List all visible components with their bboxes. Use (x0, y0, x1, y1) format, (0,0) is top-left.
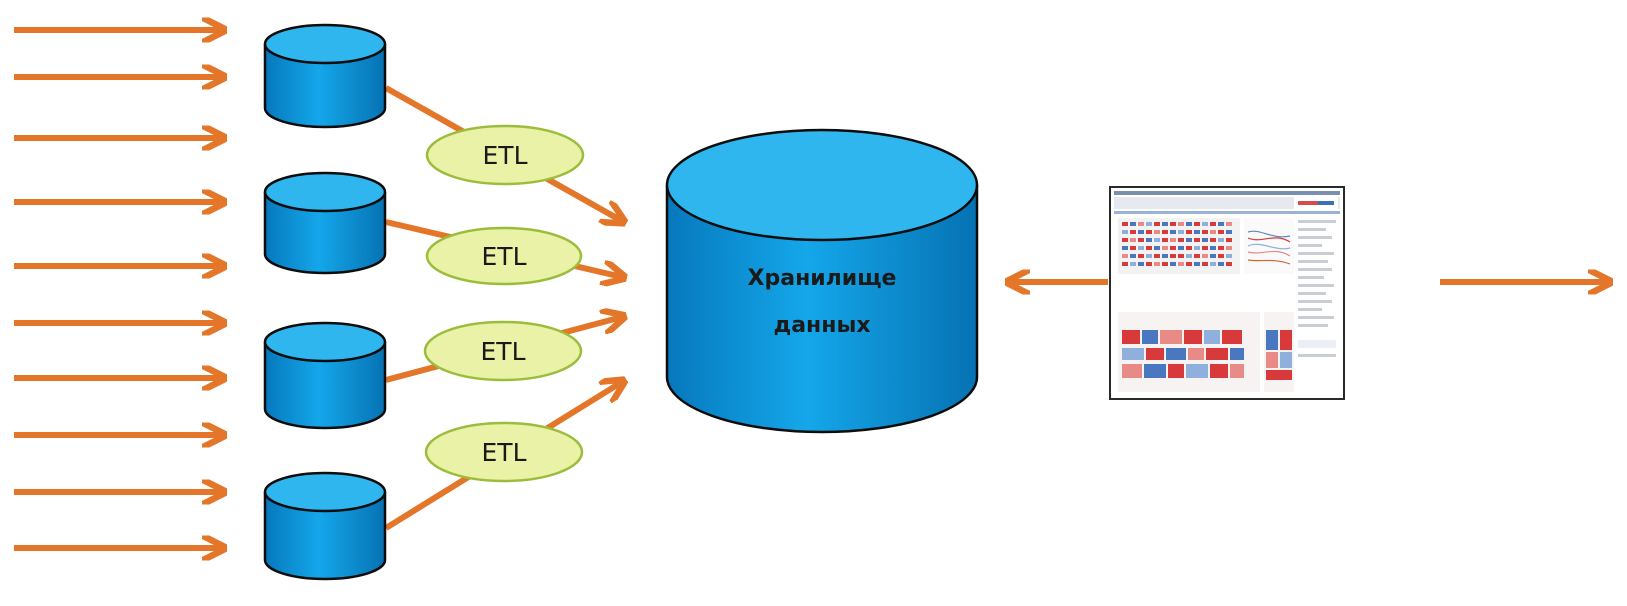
dashboard-treemap (1118, 312, 1294, 392)
source-databases (263, 23, 387, 581)
warehouse-label-line1: Хранилище (748, 266, 897, 291)
input-arrows (14, 30, 222, 548)
etl-label: ETL (482, 242, 527, 271)
dashboard-filter-panel (1298, 220, 1336, 357)
database-icon (263, 23, 387, 129)
dashboard-line-chart (1244, 218, 1294, 274)
etl-badge: ETL (425, 226, 583, 286)
etl-label: ETL (482, 438, 527, 467)
etl-label: ETL (481, 337, 526, 366)
warehouse-label-line2: данных (773, 313, 870, 338)
etl-label: ETL (483, 141, 528, 170)
etl-badge: ETL (424, 421, 584, 483)
data-warehouse-icon (665, 128, 979, 434)
etl-badges: ETL ETL ETL ETL (423, 124, 585, 483)
etl-badge: ETL (423, 320, 583, 382)
dashboard-heatmap (1118, 218, 1240, 274)
dashboard-screenshot-thumbnail (1109, 186, 1345, 400)
etl-badge: ETL (425, 124, 585, 186)
database-icon (263, 471, 387, 581)
database-icon (263, 171, 387, 275)
database-icon (263, 321, 387, 430)
